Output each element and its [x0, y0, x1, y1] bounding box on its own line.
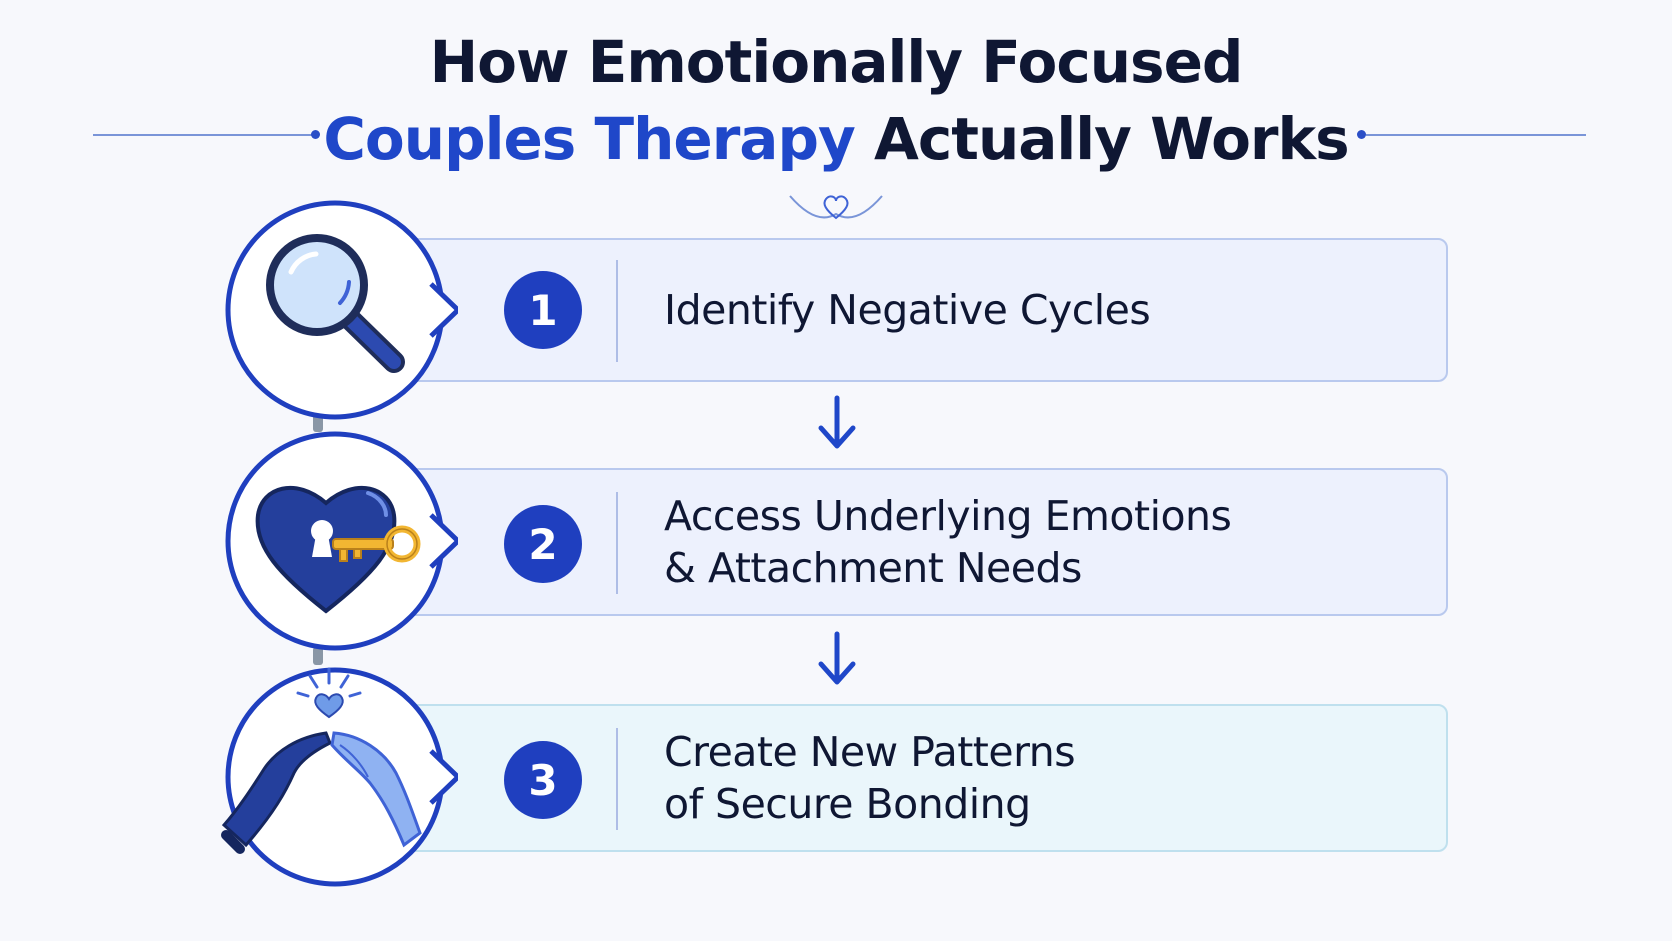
- title-line-2: Couples Therapy Actually Works: [0, 110, 1672, 168]
- title-rule-left: [93, 134, 313, 136]
- step-label-2-line-1: Access Underlying Emotions: [664, 492, 1232, 540]
- step-label-3-line-1: Create New Patterns: [664, 728, 1076, 776]
- step-label-3-line-2: of Secure Bonding: [664, 780, 1031, 828]
- step-label-2: Access Underlying Emotions & Attachment …: [664, 490, 1232, 594]
- title-rule-right: [1366, 134, 1586, 136]
- step-card-1: 1 Identify Negative Cycles: [400, 238, 1448, 382]
- step-card-3: 3 Create New Patterns of Secure Bonding: [400, 704, 1448, 852]
- heart-key-icon: [225, 431, 458, 651]
- step-number-badge-2: 2: [504, 505, 582, 583]
- step-divider-3: [616, 728, 618, 830]
- title-rule-dot-left: [311, 130, 320, 139]
- step-number-badge-1: 1: [504, 271, 582, 349]
- magnifying-glass-icon: [225, 200, 458, 420]
- title-line-1: How Emotionally Focused: [429, 28, 1244, 96]
- step-card-2: 2 Access Underlying Emotions & Attachmen…: [400, 468, 1448, 616]
- step-label-1-line-1: Identify Negative Cycles: [664, 286, 1151, 334]
- step-label-3: Create New Patterns of Secure Bonding: [664, 726, 1076, 830]
- heart-ornament-icon: [789, 195, 883, 220]
- step-divider-1: [616, 260, 618, 362]
- step-number-badge-3: 3: [504, 741, 582, 819]
- down-arrow-icon-2: [818, 631, 856, 685]
- icon-connector-2: [313, 647, 323, 665]
- step-divider-2: [616, 492, 618, 594]
- title-rest: Actually Works: [854, 105, 1350, 173]
- hands-heart-icon: [221, 667, 458, 887]
- step-label-1: Identify Negative Cycles: [664, 284, 1151, 336]
- title-accent: Couples Therapy: [323, 105, 855, 173]
- down-arrow-icon-1: [818, 395, 856, 449]
- title-rule-dot-right: [1357, 130, 1366, 139]
- step-label-2-line-2: & Attachment Needs: [664, 544, 1082, 592]
- icon-connector-1: [313, 414, 323, 432]
